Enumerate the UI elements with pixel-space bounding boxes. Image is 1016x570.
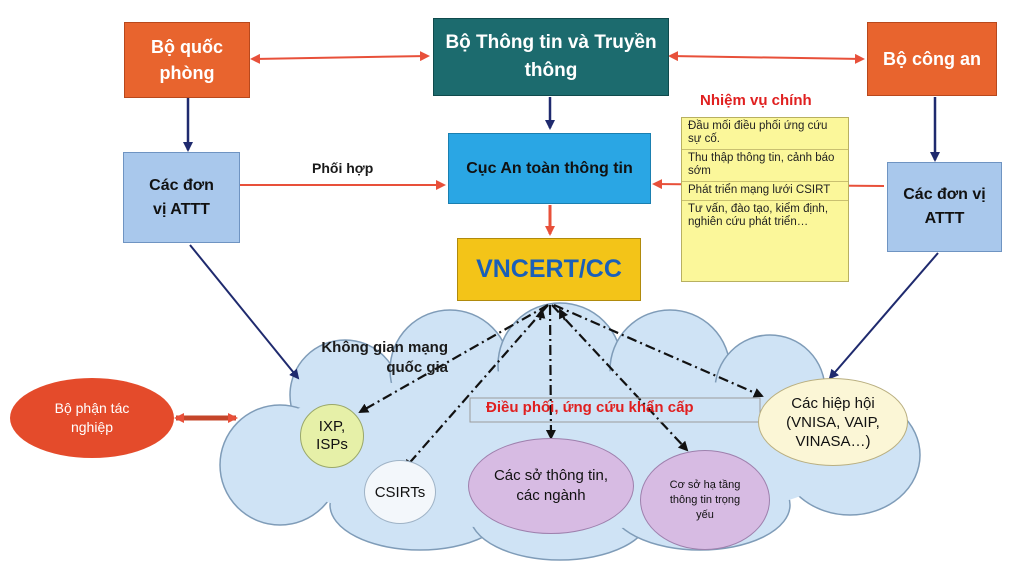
- main-tasks-list: Đầu mối điều phối ứng cứu sự cố. Thu thậ…: [681, 117, 849, 282]
- arrow-ministry-police: [668, 51, 865, 64]
- national-cyberspace-label: Không gian mạng quốc gia: [321, 339, 448, 376]
- ministry-info-comm-label: Bộ Thông tin và Truyền thông: [445, 32, 657, 81]
- main-task-item: Phát triển mạng lưới CSIRT: [682, 182, 848, 201]
- info-security-dept-label: Cục An toàn thông tin: [466, 159, 633, 177]
- dashed-arrow-to-ixp: [358, 304, 549, 413]
- associations-label: Các hiệp hội (VNISA, VAIP, VINASA…): [786, 394, 880, 450]
- ministry-police-label: Bộ công an: [883, 48, 981, 69]
- operations-unit-node: Bộ phận tác nghiệp: [10, 378, 174, 458]
- dashed-arrow-to-associations: [553, 303, 764, 398]
- arrow-attt-left-cloud: [189, 244, 300, 380]
- ministry-police-box: Bộ công an: [867, 22, 997, 96]
- critical-infra-node: Cơ sở hạ tầng thông tin trọng yếu: [640, 450, 770, 550]
- attt-units-left-label: Các đơn vị ATTT: [149, 176, 214, 218]
- main-task-item: Đầu mối điều phối ứng cứu sự cố.: [682, 118, 848, 150]
- attt-units-right-box: Các đơn vị ATTT: [887, 162, 1002, 252]
- vncert-box: VNCERT/CC: [457, 238, 641, 301]
- main-task-item: Thu thập thông tin, cảnh báo sớm: [682, 150, 848, 182]
- ixp-isps-node: IXP, ISPs: [300, 404, 364, 468]
- info-security-dept-box: Cục An toàn thông tin: [448, 133, 651, 204]
- attt-units-left-box: Các đơn vị ATTT: [123, 152, 240, 243]
- main-task-item: Tư vấn, đào tạo, kiểm định, nghiên cứu p…: [688, 203, 829, 228]
- dashed-arrow-from-cloud-2: [559, 308, 569, 321]
- ministry-info-comm-box: Bộ Thông tin và Truyền thông: [433, 18, 669, 96]
- ministry-defense-box: Bộ quốc phòng: [124, 22, 250, 98]
- emergency-response-label: Điều phối, ứng cứu khẩn cấp: [486, 399, 694, 416]
- attt-units-right-label: Các đơn vị ATTT: [903, 186, 986, 227]
- csirts-label: CSIRTs: [374, 483, 426, 501]
- dashed-arrow-to-csirts: [403, 304, 549, 470]
- ministry-defense-label: Bộ quốc phòng: [151, 37, 223, 83]
- info-departments-label: Các sở thông tin, các ngành: [493, 467, 609, 504]
- dashed-arrow-to-infra: [551, 304, 689, 452]
- arrow-defense-ministry: [250, 51, 430, 64]
- dashed-arrow-to-departments: [545, 304, 556, 440]
- arrow-attt-right-cloud: [828, 252, 939, 380]
- info-departments-node: Các sở thông tin, các ngành: [468, 438, 634, 534]
- main-tasks-title: Nhiệm vụ chính: [700, 92, 812, 109]
- operations-unit-label: Bộ phận tác nghiệp: [54, 400, 130, 435]
- ixp-isps-label: IXP, ISPs: [316, 418, 348, 453]
- dashed-arrow-from-cloud-1: [535, 308, 546, 321]
- critical-infra-label: Cơ sở hạ tầng thông tin trọng yếu: [669, 478, 741, 521]
- vncert-label: VNCERT/CC: [476, 255, 622, 283]
- associations-node: Các hiệp hội (VNISA, VAIP, VINASA…): [758, 378, 908, 466]
- csirts-node: CSIRTs: [364, 460, 436, 524]
- coordination-label: Phối hợp: [312, 160, 374, 176]
